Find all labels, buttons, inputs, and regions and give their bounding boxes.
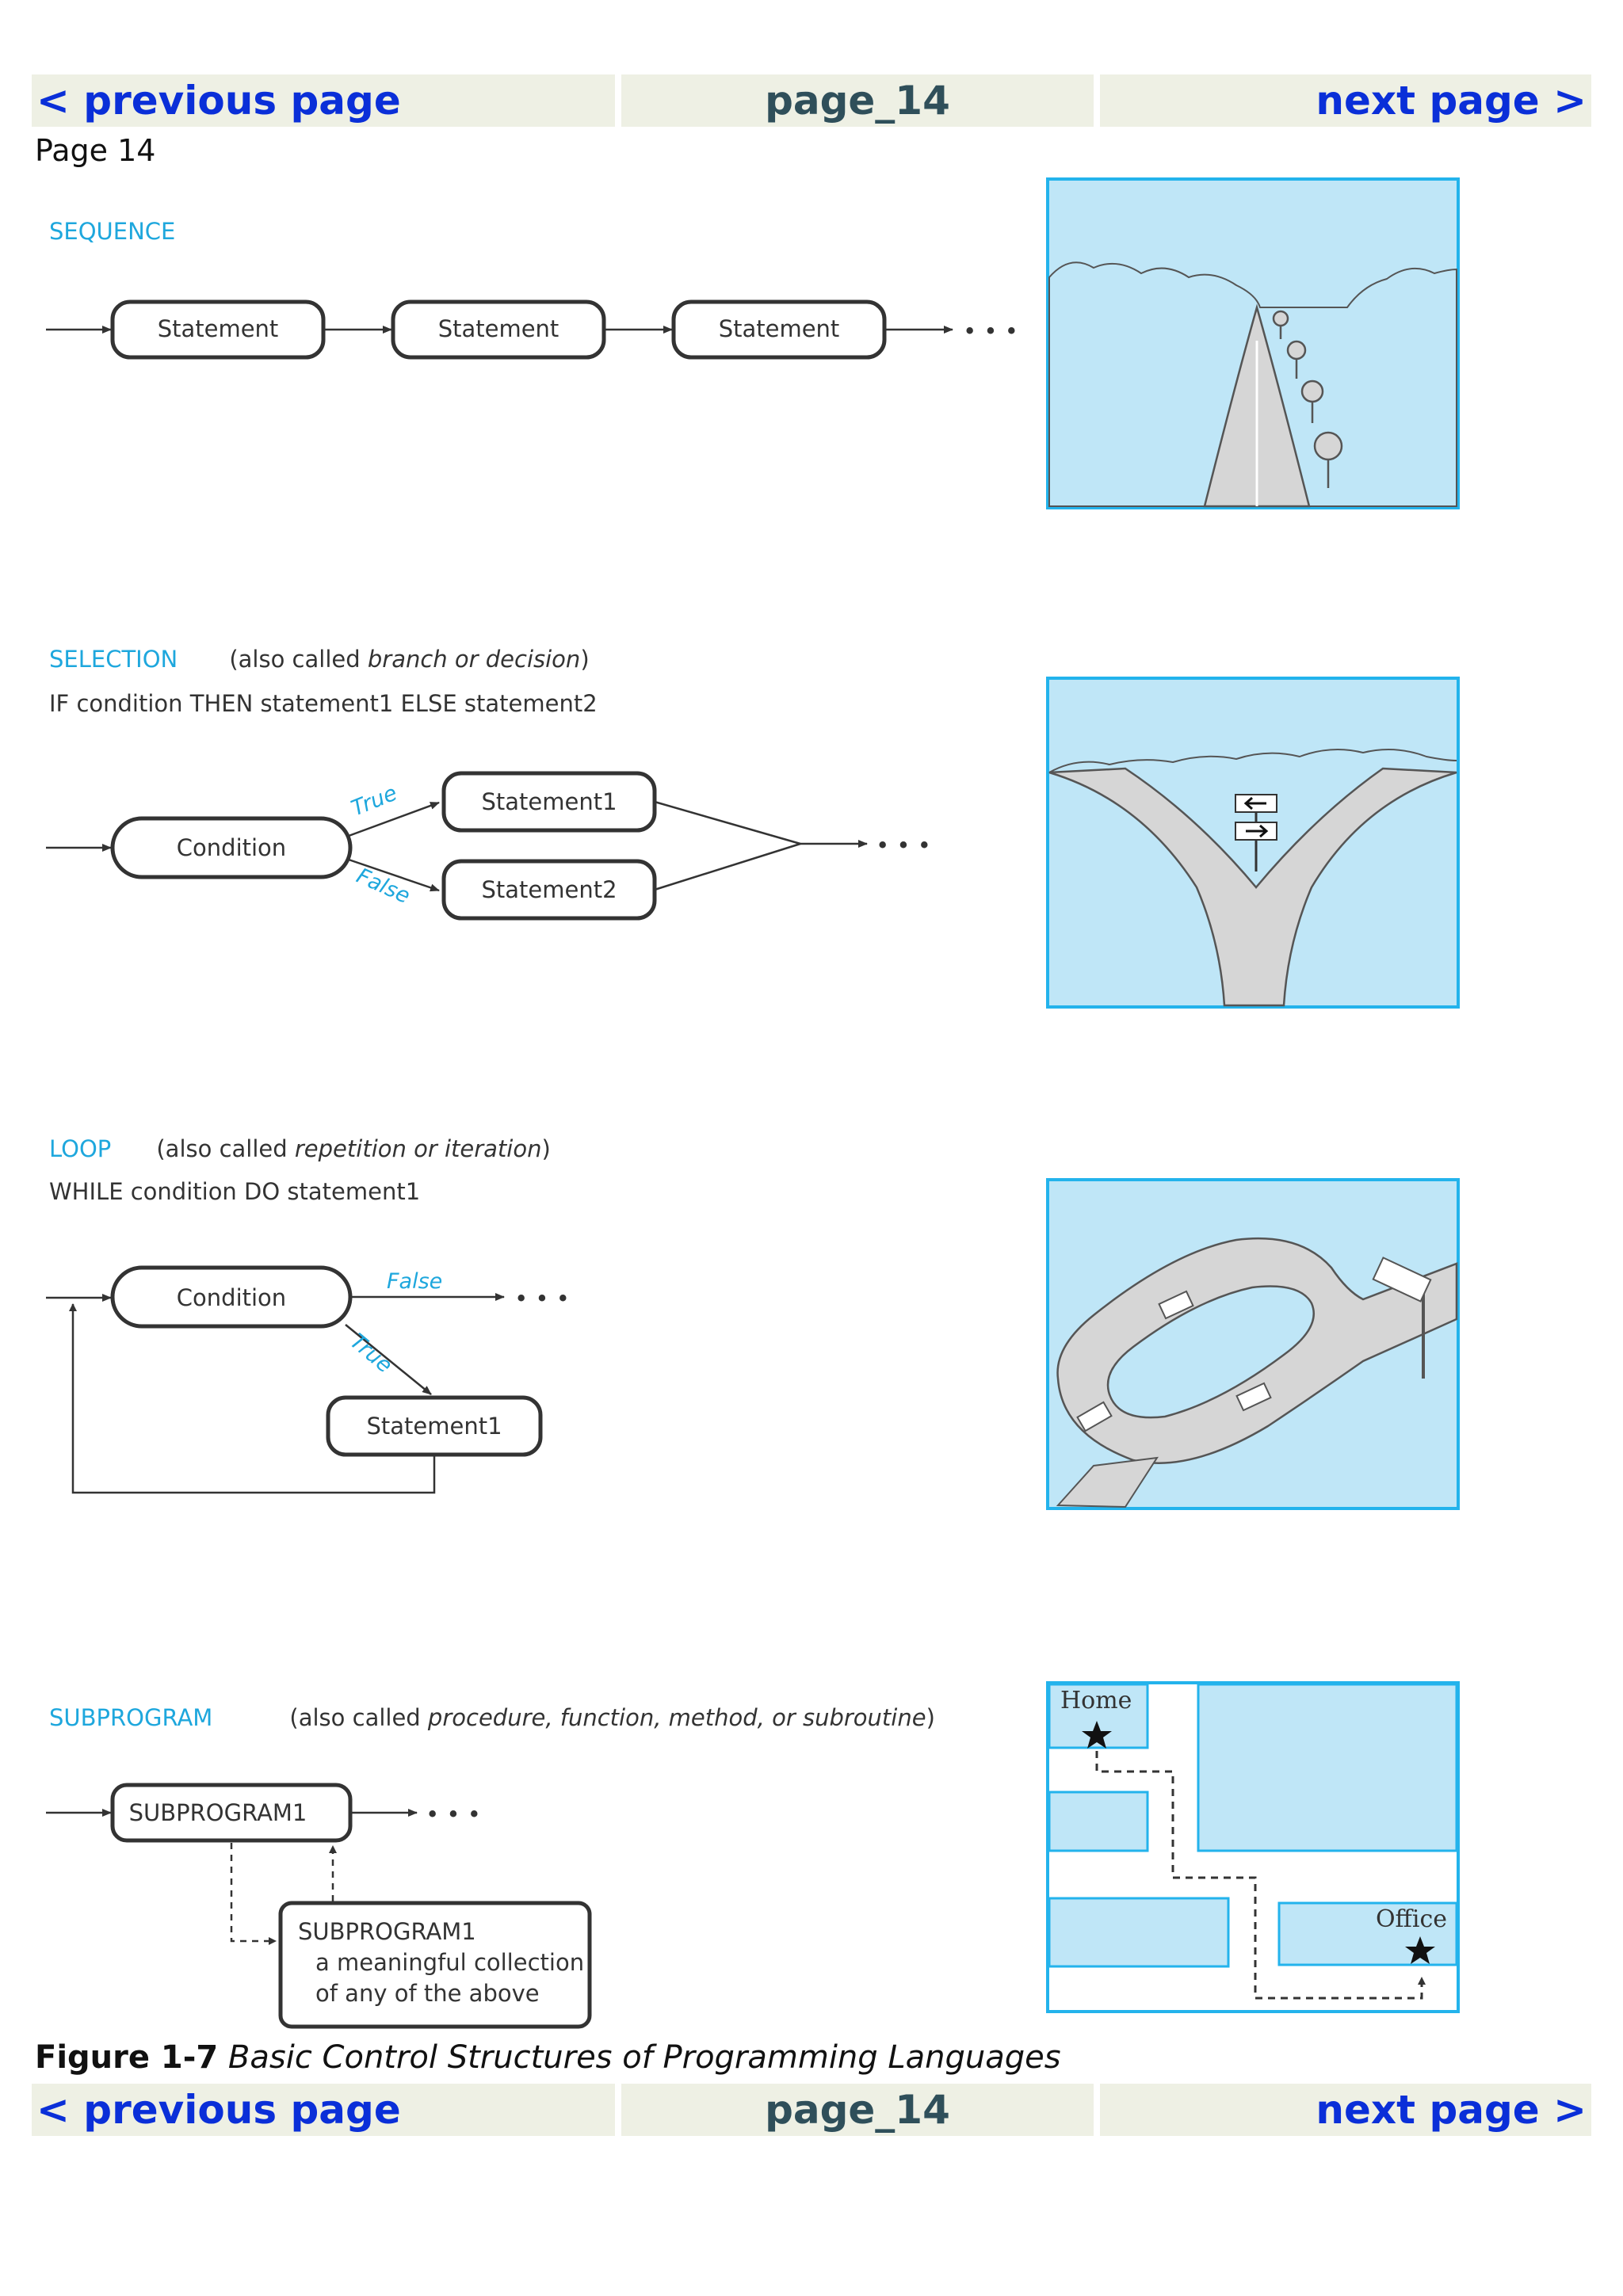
selection-aka-terms: branch or decision	[368, 646, 580, 673]
selection-syntax: IF condition THEN statement1 ELSE statem…	[49, 690, 598, 717]
previous-page-link-bottom[interactable]: < previous page	[32, 2084, 615, 2136]
next-page-link[interactable]: next page >	[1100, 74, 1591, 127]
loop-aka-terms: repetition or iteration	[295, 1135, 542, 1162]
page-id-bottom: page_14	[621, 2084, 1094, 2136]
subprogram-aka-terms: procedure, function, method, or subrouti…	[427, 1704, 926, 1731]
loop-heading: LOOP	[49, 1135, 111, 1162]
map-office-label: Office	[1376, 1905, 1447, 1933]
subprogram-detail-box: SUBPROGRAM1 a meaningful collection of a…	[278, 1901, 592, 2029]
sequence-box-1-label: Statement	[158, 315, 279, 342]
sequence-diagram: SEQUENCE Statement Statement Statement •…	[46, 218, 1018, 360]
subprogram-box: SUBPROGRAM1	[110, 1783, 353, 1843]
selection-aka-prefix: (also called	[229, 646, 368, 673]
loop-false-label: False	[387, 1269, 442, 1294]
selection-condition-label: Condition	[177, 834, 286, 861]
loop-true-label: True	[346, 1329, 397, 1379]
loop-statement1-box: Statement1	[326, 1395, 543, 1457]
selection-ellipsis: • • •	[876, 832, 931, 859]
loop-condition-label: Condition	[177, 1284, 286, 1311]
selection-heading: SELECTION	[49, 646, 178, 673]
subprogram-box-label: SUBPROGRAM1	[129, 1799, 307, 1826]
selection-statement2-box: Statement2	[441, 859, 657, 921]
map-home-label: Home	[1060, 1687, 1132, 1714]
loop-statement1-label: Statement1	[366, 1413, 502, 1440]
subprogram-detail-line3: of any of the above	[315, 1980, 540, 2007]
selection-heading-line: SELECTION (also called branch or decisio…	[49, 646, 590, 673]
straight-road-illustration	[1046, 177, 1460, 509]
subprogram-aka-suffix: )	[926, 1704, 935, 1731]
previous-page-link[interactable]: < previous page	[32, 74, 615, 127]
next-page-link-bottom[interactable]: next page >	[1100, 2084, 1591, 2136]
top-navigation: < previous page page_14 next page >	[32, 74, 1591, 127]
subprogram-detail-line2: a meaningful collection	[315, 1949, 584, 1976]
figure-number: Figure 1-7	[35, 2039, 219, 2076]
loop-heading-line: LOOP (also called repetition or iteratio…	[49, 1135, 551, 1162]
selection-aka-suffix: )	[580, 646, 589, 673]
loop-aka-prefix: (also called	[156, 1135, 295, 1162]
subprogram-ellipsis: • • •	[426, 1801, 481, 1828]
selection-statement1-label: Statement1	[481, 788, 617, 815]
selection-condition-box: Condition	[110, 816, 353, 879]
subprogram-aka-prefix: (also called	[289, 1704, 428, 1731]
subprogram-diagram: SUBPROGRAM (also called procedure, funct…	[46, 1704, 935, 2029]
loop-ellipsis: • • •	[514, 1285, 570, 1312]
selection-statement1-box: Statement1	[441, 771, 657, 833]
subprogram-detail-line1: SUBPROGRAM1	[298, 1918, 476, 1945]
office-star-icon	[1405, 1936, 1435, 1964]
sequence-box-1: Statement	[110, 299, 326, 360]
map-illustration: Home Office	[1046, 1681, 1460, 2013]
selection-diagram: SELECTION (also called branch or decisio…	[46, 646, 931, 921]
figure-title: Basic Control Structures of Programming …	[227, 2039, 1061, 2076]
home-star-icon	[1082, 1721, 1112, 1749]
sequence-box-2-label: Statement	[438, 315, 559, 342]
sequence-box-3-label: Statement	[719, 315, 840, 342]
sequence-box-3: Statement	[671, 299, 887, 360]
loop-aka-suffix: )	[541, 1135, 550, 1162]
figure-caption: Figure 1-7 Basic Control Structures of P…	[35, 2039, 1061, 2076]
page-label: Page 14	[35, 133, 156, 168]
sequence-box-2: Statement	[391, 299, 606, 360]
subprogram-heading: SUBPROGRAM	[49, 1704, 212, 1731]
loop-syntax: WHILE condition DO statement1	[49, 1178, 420, 1205]
fork-road-illustration	[1046, 677, 1460, 1009]
race-track-illustration	[1046, 1178, 1460, 1510]
bottom-navigation: < previous page page_14 next page >	[32, 2084, 1591, 2136]
sequence-heading: SEQUENCE	[49, 218, 175, 245]
sequence-ellipsis: • • •	[963, 318, 1018, 345]
loop-condition-box: Condition	[110, 1265, 353, 1329]
subprogram-heading-line: SUBPROGRAM (also called procedure, funct…	[49, 1704, 935, 1731]
loop-diagram: LOOP (also called repetition or iteratio…	[46, 1135, 570, 1494]
selection-statement2-label: Statement2	[481, 876, 617, 903]
selection-true-label: True	[348, 781, 401, 822]
page-id: page_14	[621, 74, 1094, 127]
